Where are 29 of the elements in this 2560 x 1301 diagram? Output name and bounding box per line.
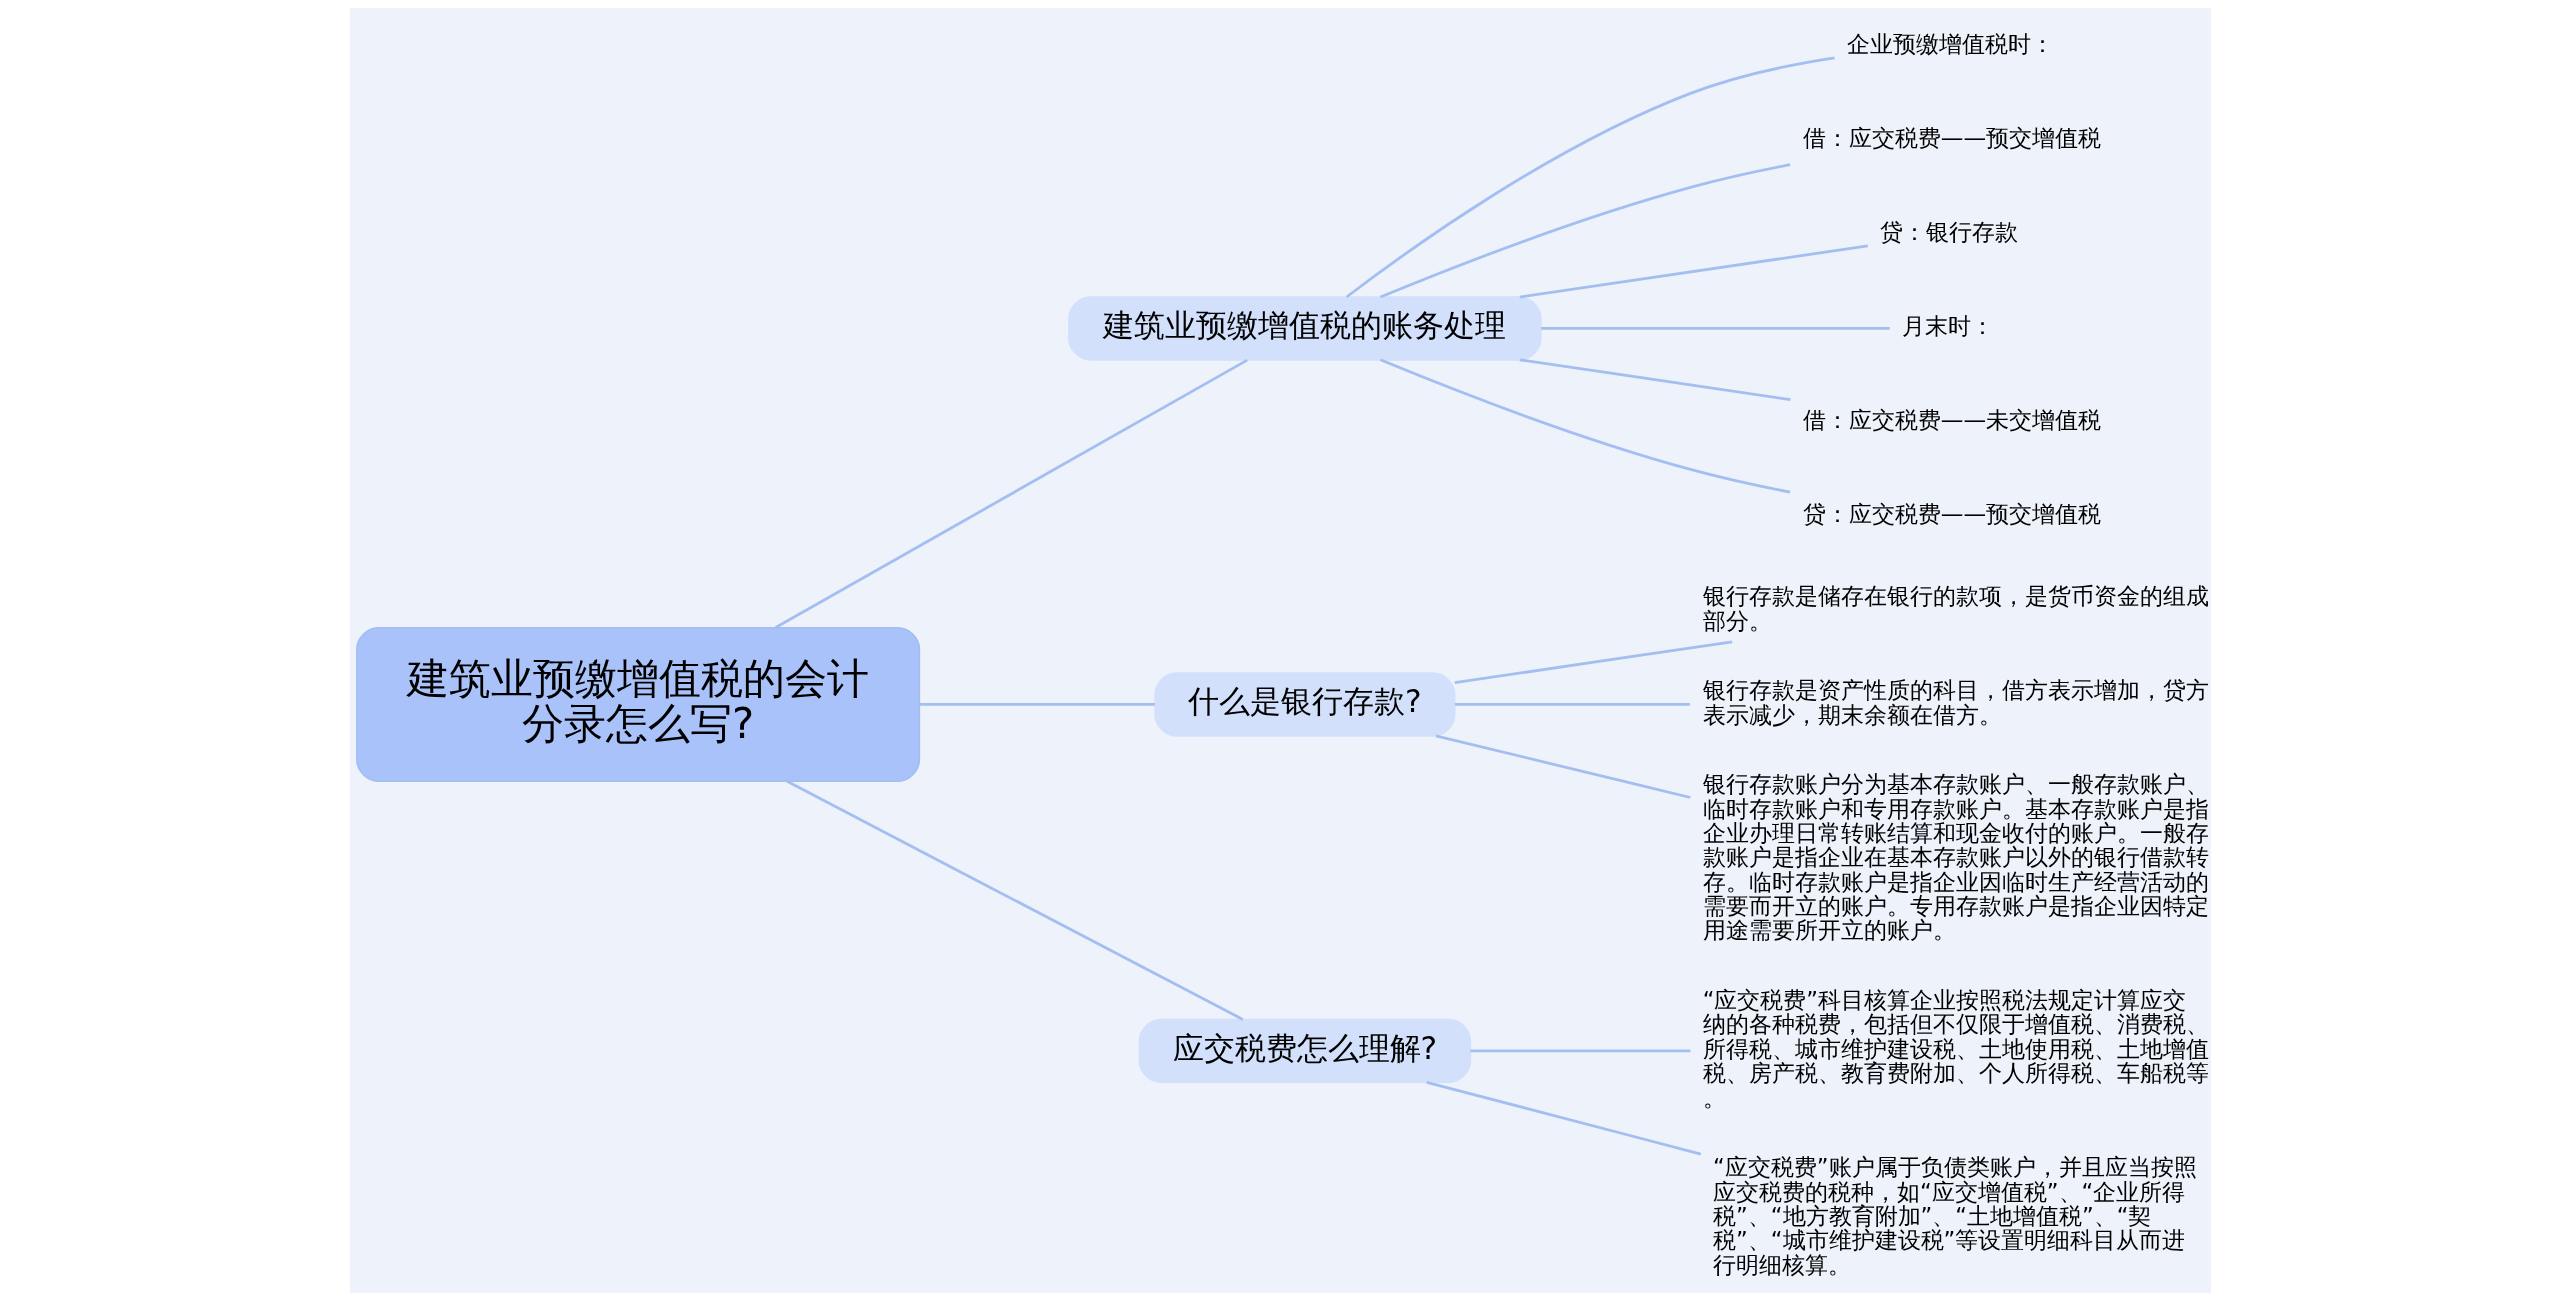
node-box: 建筑业预缴增值税的账务处理 xyxy=(1067,296,1542,361)
connector xyxy=(1540,327,1890,330)
connector xyxy=(1469,1049,1690,1053)
node-text: 银行存款账户分为基本存款账户、一般存款账户、临时存款账户和专用存款账户。基本存款账户是指企业办理日常转账结算和现金收付的账户。一般存款账户是指企业在基本存款账户以外的银行借款转存。临时存款账户是指企业因临时生产经营活动的需要而开立的账户。专用存款账户是指企业因特定用途需要所开立的账户。 xyxy=(1702,771,2209,944)
node-text: 月末时： xyxy=(1901,313,1994,340)
connector xyxy=(919,703,1155,706)
connector xyxy=(774,358,1248,629)
node-box: 什么是银行存款? xyxy=(1153,672,1455,737)
connector xyxy=(1519,244,1868,299)
connector xyxy=(1425,1081,1701,1156)
node-text: 贷：应交税费——预交增值税 xyxy=(1802,501,2101,528)
connector xyxy=(1454,640,1732,685)
node-text: 贷：银行存款 xyxy=(1879,219,2018,246)
node-text: “应交税费”科目核算企业按照税法规定计算应交纳的各种税费，包括但不仅限于增值税、消费税、所得税、城市维护建设税、土地使用税、土地增值税、房产税、教育费附加、个人所得税、车船税等。 xyxy=(1702,987,2209,1111)
node-text: 借：应交税费——未交增值税 xyxy=(1802,407,2101,434)
connector xyxy=(1379,163,1790,299)
node-text: 借：应交税费——预交增值税 xyxy=(1802,125,2101,152)
node-text: “应交税费”账户属于负债类账户，并且应当按照应交税费的税种，如“应交增值税”、“企业所得税”、“地方教育附加”、“土地增值税”、“契税”、“城市维护建设税”等设置明细科目从而进行明细核算。 xyxy=(1712,1154,2197,1278)
node-text: 银行存款是储存在银行的款项，是货币资金的组成部分。 xyxy=(1702,583,2209,634)
connector xyxy=(1519,358,1791,402)
connector xyxy=(1345,56,1835,299)
connector xyxy=(1454,703,1690,706)
node-text: 企业预缴增值税时： xyxy=(1846,31,2054,58)
connector xyxy=(1435,734,1691,799)
node-box: 应交税费怎么理解? xyxy=(1138,1018,1471,1084)
node-box: 建筑业预缴增值税的会计分录怎么写? xyxy=(355,627,920,782)
node-text: 银行存款是资产性质的科目，借方表示增加，贷方表示减少，期末余额在借方。 xyxy=(1702,677,2209,728)
connector xyxy=(785,780,1243,1021)
connector xyxy=(1379,358,1790,494)
